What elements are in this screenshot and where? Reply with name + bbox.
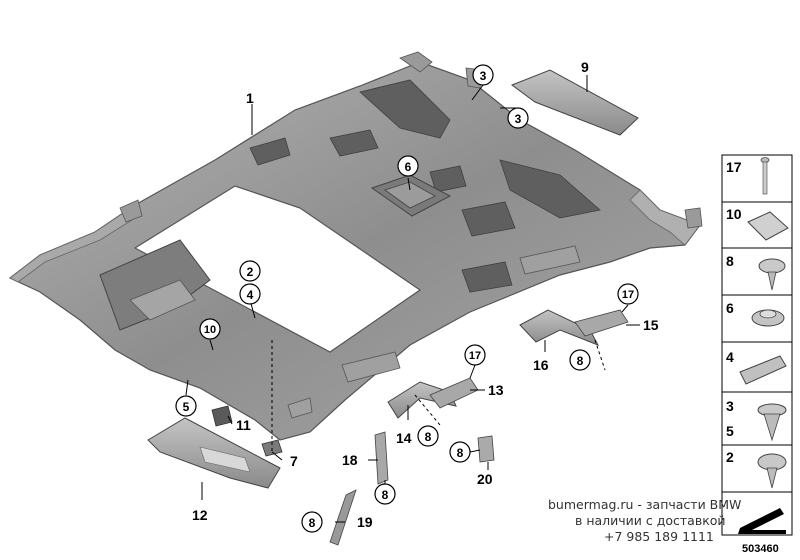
callout-3-lower: 3: [515, 112, 522, 126]
acoustic-pads: [249, 79, 601, 293]
expanding-clip-icon: [757, 403, 787, 442]
part-12-sun-visor: [147, 417, 281, 489]
callout-4: 4: [247, 288, 254, 302]
center-console-frame: [370, 174, 452, 217]
callout-20: 20: [477, 471, 493, 487]
callout-6: 6: [405, 160, 412, 174]
callout-16: 16: [533, 357, 549, 373]
callout-3-top: 3: [480, 69, 487, 83]
callout-13: 13: [488, 382, 504, 398]
callout-17-right: 17: [622, 289, 634, 301]
callout-8-bottom: 8: [309, 516, 316, 530]
callout-18: 18: [342, 452, 358, 468]
legend-label-17: 17: [726, 159, 742, 175]
callout-circle-labels: 3 3 6 2 4 10 5 17 17 8 8 8 8 8: [183, 69, 634, 530]
spring-clip-icon: [747, 211, 789, 241]
callout-8-clip: 8: [457, 446, 464, 460]
sunroof-opening: [133, 185, 422, 353]
legend-label-4: 4: [726, 349, 734, 365]
handle-recesses: [287, 245, 581, 419]
rivet-icon: [760, 157, 770, 195]
leader-lines: [185, 75, 640, 523]
part-15-handle-bracket: [574, 309, 629, 337]
part-11-visor-bracket: [211, 405, 233, 427]
callout-9: 9: [581, 59, 589, 75]
part-20-clip-plate: [477, 435, 495, 463]
callout-1: 1: [246, 90, 254, 106]
legend-label-6: 6: [726, 300, 734, 316]
callout-10: 10: [204, 324, 216, 336]
callout-8-right: 8: [577, 354, 584, 368]
panel-screw-icon: [757, 453, 787, 489]
legend-label-5: 5: [726, 423, 734, 439]
clip-strip-icon: [739, 355, 787, 385]
legend-label-10: 10: [726, 206, 742, 222]
legend-label-2: 2: [726, 449, 734, 465]
callouts-circled: [175, 64, 639, 533]
part-16-grab-handle: [519, 309, 600, 346]
watermark-line-2: в наличии с доставкой: [575, 513, 726, 528]
watermark: bumermag.ru - запчасти BMW в наличии с д…: [548, 497, 741, 544]
diagram-number: 503460: [742, 543, 779, 555]
fastener-legend: 17 10 8 6 4 3 5 2: [721, 154, 793, 536]
watermark-line-1: bumermag.ru - запчасти BMW: [548, 497, 741, 512]
callout-11: 11: [236, 417, 251, 433]
callout-12: 12: [192, 507, 208, 523]
callout-8-bracket: 8: [382, 488, 389, 502]
screw-icon: [758, 258, 786, 291]
callout-19: 19: [357, 514, 373, 530]
callout-15: 15: [643, 317, 659, 333]
callout-17-left: 17: [469, 350, 481, 362]
callout-7: 7: [290, 453, 298, 469]
legend-label-8: 8: [726, 253, 734, 269]
direction-arrow-icon: [738, 508, 786, 534]
legend-label-3: 3: [726, 398, 734, 414]
callout-5: 5: [183, 400, 190, 414]
callout-14: 14: [396, 430, 412, 446]
watermark-line-3: +7 985 189 1111: [604, 529, 714, 544]
callout-2: 2: [247, 265, 254, 279]
part-18-bracket: [374, 431, 389, 485]
callout-8-center: 8: [425, 430, 432, 444]
callouts-plain: 1 9 7 11 12 13 14 15 16 18 19 20: [192, 59, 659, 530]
washer-screw-icon: [751, 309, 785, 327]
part-9-trim-cover: [510, 69, 639, 136]
part-19-bracket: [329, 489, 357, 546]
